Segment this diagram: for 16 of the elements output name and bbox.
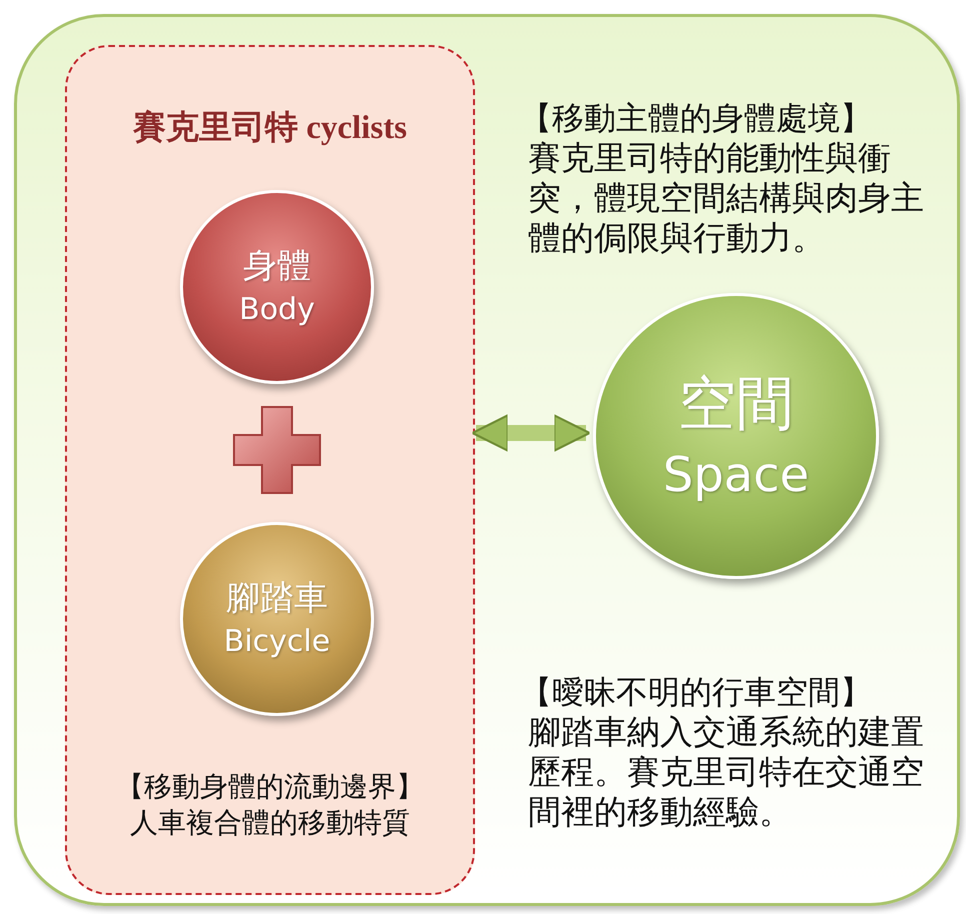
section-heading: 【移動主體的身體處境】 <box>520 98 873 138</box>
node-subtitle: Body <box>239 290 315 329</box>
node-subtitle: Space <box>662 446 810 505</box>
node-title: 身體 <box>243 244 311 288</box>
double-arrow <box>471 414 591 452</box>
description-text: 腳踏車納入交通系統的建置歷程。賽克里司特在交通空間裡的移動經驗。 <box>528 712 925 832</box>
node-title: 空間 <box>678 368 794 440</box>
group-title: 賽克里司特 cyclists <box>132 108 408 148</box>
group-note: 人車複合體的移動特質 <box>129 807 411 839</box>
background-panel <box>14 14 960 906</box>
node-title: 腳踏車 <box>226 576 328 620</box>
section-heading: 【曖昧不明的行車空間】 <box>520 672 873 712</box>
group-heading: 【移動身體的流動邊界】 <box>115 771 425 803</box>
description-text: 賽克里司特的能動性與衝突，體現空間結構與肉身主體的侷限與行動力。 <box>528 138 925 258</box>
dashed-group-box <box>65 45 475 895</box>
node-subtitle: Bicycle <box>224 622 330 661</box>
